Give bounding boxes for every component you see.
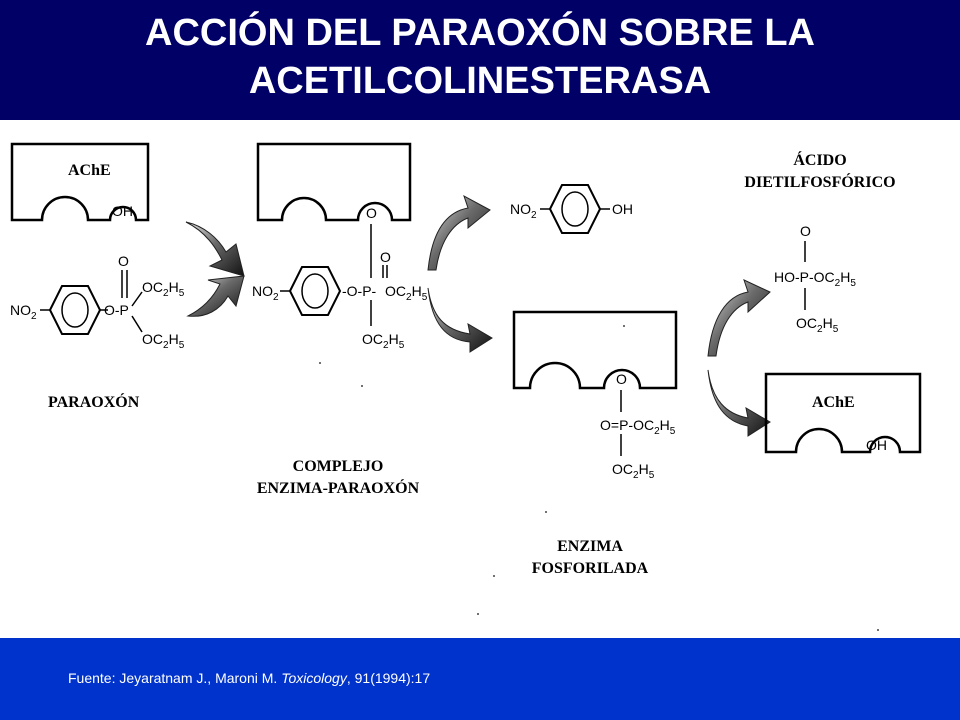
arrow-to-diethylphosphoric-acid xyxy=(707,279,771,357)
arrow-paraoxon-to-complex-lower xyxy=(186,275,245,317)
svg-text:OH: OH xyxy=(612,201,633,217)
slide-title-line-1: ACCIÓN DEL PARAOXÓN SOBRE LA xyxy=(145,12,815,54)
source-citation: Fuente: Jeyaratnam J., Maroni M. Toxicol… xyxy=(68,670,430,686)
enzyme-complex xyxy=(256,142,412,222)
slide-header: ACCIÓN DEL PARAOXÓN SOBRE LA ACETILCOLIN… xyxy=(0,0,960,120)
svg-text:OC2H5: OC2H5 xyxy=(385,283,428,303)
svg-text:NO2: NO2 xyxy=(10,302,37,322)
label-phosphorylated-line-1: ENZIMA xyxy=(557,538,623,555)
reaction-diagram-svg: OH NO2 O-P O OC2H5 OC2H5 O NO2 xyxy=(10,142,922,631)
source-prefix: Fuente: Jeyaratnam J., Maroni M. xyxy=(68,670,282,686)
svg-text:OC2H5: OC2H5 xyxy=(612,461,655,481)
source-suffix: , 91(1994):17 xyxy=(346,670,431,686)
label-ache-bottom-right: AChE xyxy=(812,394,855,411)
diethylphosphoric-acid-molecule: O HO-P-OC2H5 OC2H5 xyxy=(774,223,856,335)
label-complex: COMPLEJO ENZIMA-PARAOXÓN xyxy=(228,456,448,500)
svg-text:OC2H5: OC2H5 xyxy=(796,315,839,335)
svg-text:O: O xyxy=(800,223,811,239)
arrow-complex-to-phosphorylated-enzyme xyxy=(427,287,493,353)
svg-text:OC2H5: OC2H5 xyxy=(142,331,185,351)
svg-text:O: O xyxy=(380,249,391,265)
arrow-complex-to-nitrophenol xyxy=(427,194,491,271)
phosphorylated-group: O O=P-OC2H5 OC2H5 xyxy=(600,371,676,481)
enzyme-paraoxon-complex-molecule: O NO2 -O-P- O OC2H5 OC2H5 xyxy=(252,205,428,351)
label-paraoxon: PARAOXÓN xyxy=(48,394,140,411)
enzyme-ache-regenerated xyxy=(764,372,922,454)
source-journal: Toxicology xyxy=(281,670,347,686)
svg-text:O: O xyxy=(616,371,627,387)
label-acid-line-1: ÁCIDO xyxy=(793,152,847,169)
svg-text:HO-P-OC2H5: HO-P-OC2H5 xyxy=(774,269,856,289)
label-complex-line-1: COMPLEJO xyxy=(292,458,384,475)
enzyme-left-oh: OH xyxy=(112,203,133,219)
slide-title-line-2: ACETILCOLINESTERASA xyxy=(248,60,712,102)
label-phosphorylated-line-2: FOSFORILADA xyxy=(531,560,649,577)
svg-text:NO2: NO2 xyxy=(510,201,537,221)
arrow-to-regenerated-ache xyxy=(707,369,771,437)
slide-footer: Fuente: Jeyaratnam J., Maroni M. Toxicol… xyxy=(0,638,960,720)
svg-text:OC2H5: OC2H5 xyxy=(142,279,185,299)
svg-text:O-P: O-P xyxy=(104,302,129,318)
svg-text:O=P-OC2H5: O=P-OC2H5 xyxy=(600,417,676,437)
svg-text:NO2: NO2 xyxy=(252,283,279,303)
label-acid-line-2: DIETILFOSFÓRICO xyxy=(744,174,896,191)
svg-text:-O-P-: -O-P- xyxy=(342,283,377,299)
arrow-paraoxon-to-complex xyxy=(185,221,245,277)
nitrophenol-molecule: NO2 OH xyxy=(510,184,633,234)
enzyme-right-oh: OH xyxy=(866,437,887,453)
enzyme-phosphorylated xyxy=(512,310,678,390)
svg-text:O: O xyxy=(118,253,129,269)
enzyme-ache-left xyxy=(10,142,150,222)
reaction-diagram: OH NO2 O-P O OC2H5 OC2H5 O NO2 xyxy=(0,120,960,638)
paraoxon-molecule: NO2 O-P O OC2H5 OC2H5 xyxy=(10,253,185,351)
label-diethylphosphoric-acid: ÁCIDO DIETILFOSFÓRICO xyxy=(712,150,928,194)
label-ache-top-left: AChE xyxy=(68,162,111,179)
svg-text:O: O xyxy=(366,205,377,221)
label-complex-line-2: ENZIMA-PARAOXÓN xyxy=(256,480,420,497)
label-phosphorylated-enzyme: ENZIMA FOSFORILADA xyxy=(500,536,680,580)
svg-text:OC2H5: OC2H5 xyxy=(362,331,405,351)
